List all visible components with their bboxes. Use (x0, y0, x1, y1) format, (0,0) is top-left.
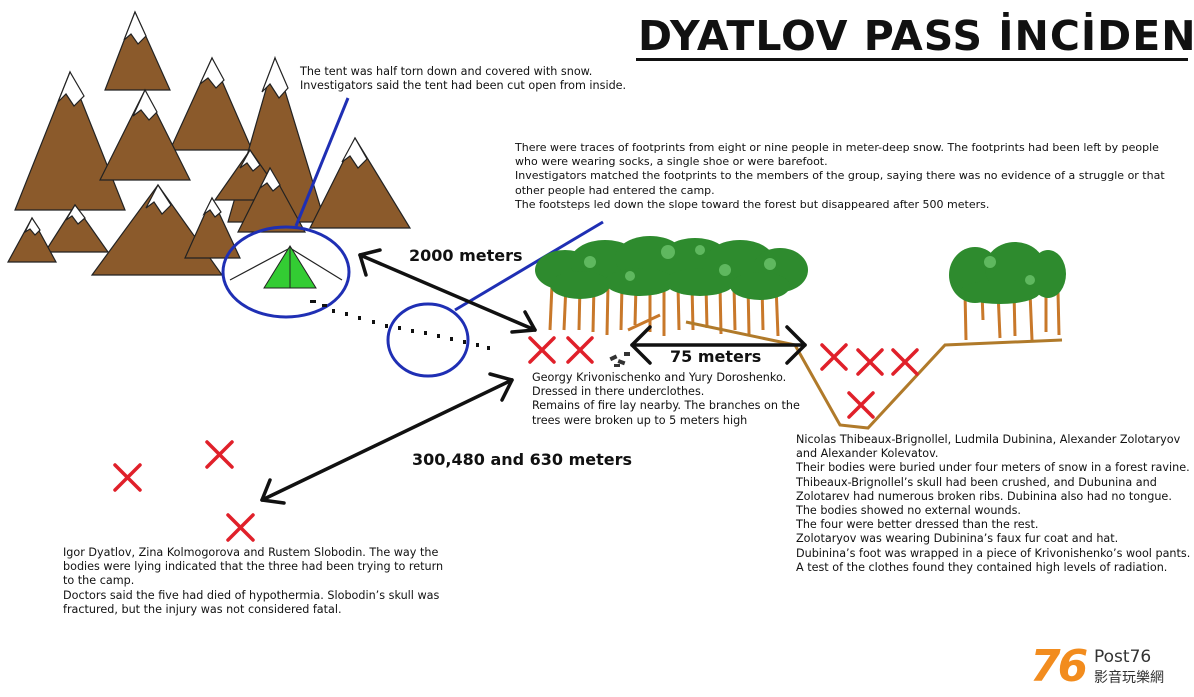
arrow-75m (630, 325, 807, 365)
mountain (6, 216, 58, 263)
mountain (14, 70, 126, 211)
ravine-note: Nicolas Thibeaux-Brignollel, Ludmila Dub… (796, 433, 1191, 574)
logo-chinese: 影音玩樂網 (1094, 670, 1164, 686)
cross-marker (856, 348, 884, 376)
cross-marker (528, 336, 556, 364)
distance-label-2000m: 2000 meters (409, 246, 523, 265)
mountain (169, 56, 253, 151)
mountain (43, 203, 110, 253)
cross-marker (891, 348, 919, 376)
cross-marker (205, 440, 234, 469)
cross-marker (820, 343, 848, 371)
ravine-ground (685, 320, 1063, 430)
mountain (104, 10, 171, 91)
mountain (99, 88, 191, 181)
tent-circle (221, 225, 351, 319)
cross-marker (226, 513, 255, 542)
tent-site (221, 225, 351, 319)
footprint-dots (310, 300, 490, 350)
distance-label-300-480-630m: 300,480 and 630 meters (412, 450, 633, 469)
logo-number: 76 (1030, 641, 1088, 692)
cross-marker (113, 463, 142, 492)
dyatlov-note: Igor Dyatlov, Zina Kolmogorova and Ruste… (63, 546, 444, 616)
mountain (237, 166, 307, 233)
fire-remains (609, 352, 630, 367)
tent-callout-line (294, 97, 350, 227)
tent-rope (289, 247, 343, 281)
cross-marker (566, 336, 594, 364)
mountain (184, 196, 241, 259)
mountain (309, 136, 412, 229)
krivonischenko-note: Georgy Krivonischenko and Yury Doroshenk… (532, 371, 800, 427)
mountains (6, 10, 412, 276)
body-markers (113, 336, 919, 542)
page-title: DYATLOV PASS İNCİDENT (638, 12, 1194, 60)
forest-ravine (949, 242, 1066, 341)
forest-cedar (535, 236, 808, 337)
post76-logo: 76 Post76 影音玩樂網 (1030, 641, 1190, 692)
distance-arrows (260, 248, 807, 505)
footprints-note: There were traces of footprints from eig… (515, 141, 1165, 211)
distance-label-75m: 75 meters (670, 347, 762, 366)
tent-note: The tent was half torn down and covered … (300, 65, 627, 93)
arrow-2000m (358, 248, 537, 334)
footprints-circle (386, 302, 470, 378)
cross-marker (847, 391, 875, 419)
title-underline (636, 58, 1188, 61)
logo-brand: Post76 (1094, 647, 1152, 667)
arrow-300-480-630m (260, 372, 514, 505)
tent-rope (229, 247, 291, 281)
footprint-callout-line (454, 220, 604, 312)
